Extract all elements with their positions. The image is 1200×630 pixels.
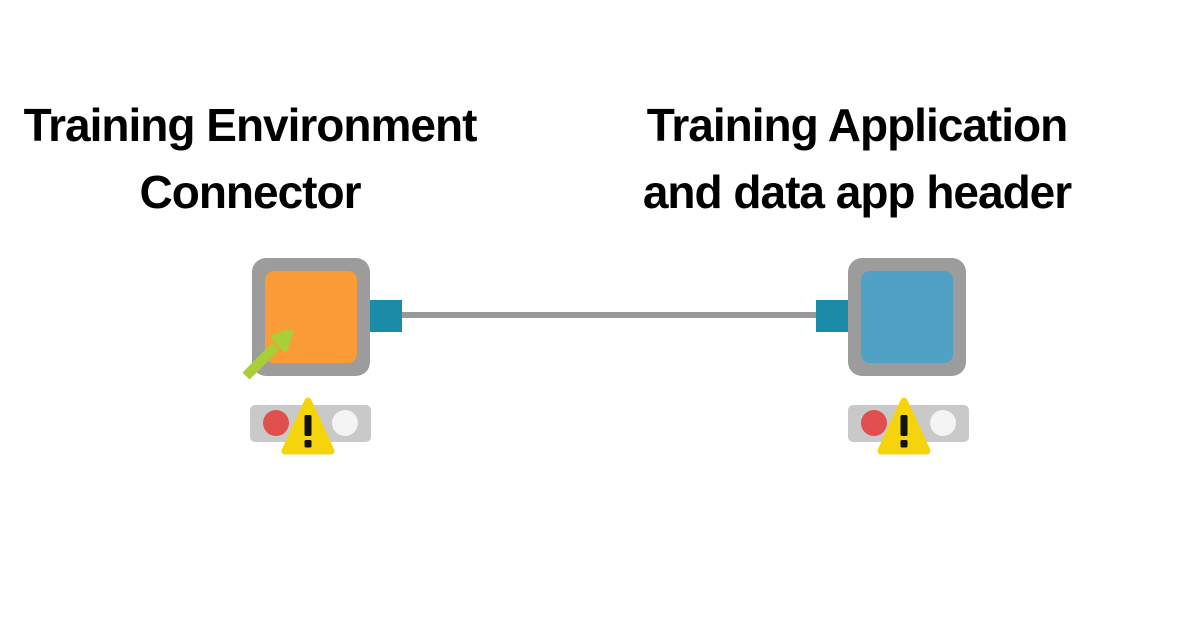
output-port-training-environment-connector[interactable] <box>370 300 402 332</box>
label-line: Connector <box>139 166 362 218</box>
node-training-application[interactable] <box>848 258 966 376</box>
label-line: Training Environment <box>23 99 478 151</box>
warning-triangle-icon <box>877 397 931 455</box>
red-light-icon <box>861 410 887 436</box>
green-light-off-icon <box>332 410 358 436</box>
source-arrow-icon <box>242 329 293 380</box>
input-port-training-application[interactable] <box>816 300 848 332</box>
node-label-training-application: Training Application and data app header <box>587 92 1127 226</box>
node-label-training-environment-connector: Training Environment Connector <box>0 92 520 226</box>
red-light-icon <box>263 410 289 436</box>
node-icon-background <box>861 271 953 363</box>
label-line: Training Application <box>646 99 1068 151</box>
warning-triangle-icon <box>281 397 335 455</box>
green-light-off-icon <box>930 410 956 436</box>
connection-line[interactable] <box>402 312 816 318</box>
label-line: and data app header <box>642 166 1072 218</box>
